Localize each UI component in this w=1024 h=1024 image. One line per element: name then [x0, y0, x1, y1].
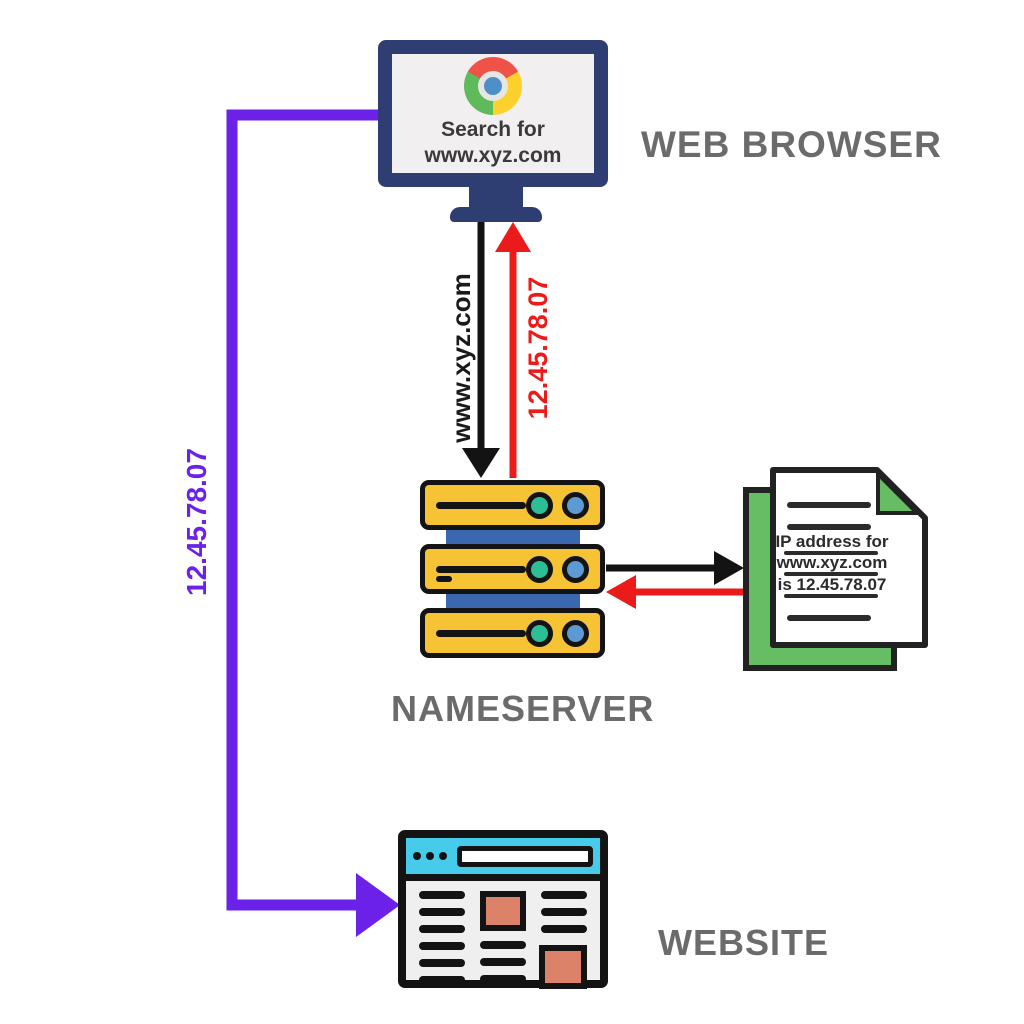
record-line-1: IP address for: [775, 532, 888, 551]
response-arrow-label: 12.45.78.07: [523, 276, 553, 420]
text-line-bar: [480, 941, 526, 949]
led-teal-icon: [526, 491, 553, 519]
led-teal-icon: [526, 555, 553, 583]
server-dash: [436, 576, 452, 582]
monitor-stand-base: [450, 207, 542, 222]
lookup-arrowhead-icon: [714, 551, 744, 585]
search-text-line2: www.xyz.com: [424, 144, 562, 167]
content-column-left: [419, 891, 465, 989]
text-line-bar: [419, 908, 465, 916]
visit-arrow-label: 12.45.78.07: [181, 448, 212, 596]
record-line-3: is 12.45.78.07: [778, 575, 887, 594]
text-line-bar: [480, 958, 526, 966]
text-line-bar: [541, 925, 587, 933]
website-icon: [398, 830, 608, 989]
text-line-bar: [541, 908, 587, 916]
address-bar: [457, 845, 593, 867]
record-return-arrowhead-icon: [606, 575, 636, 609]
text-line-bar: [541, 891, 587, 899]
server-leds: [526, 555, 589, 583]
server-slot: [436, 629, 526, 637]
text-line-bar: [419, 976, 465, 984]
nameserver-icon: [420, 480, 605, 658]
server-slot: [436, 565, 526, 573]
text-line-bar: [419, 942, 465, 950]
window-dot-icon: [413, 852, 421, 860]
chrome-icon: [464, 57, 522, 115]
dns-record-document-icon: IP address for www.xyz.com is 12.45.78.0…: [743, 467, 928, 671]
text-line-bar: [480, 975, 526, 983]
record-line-2: www.xyz.com: [776, 553, 888, 572]
window-dot-icon: [426, 852, 434, 860]
web-browser-caption: WEB BROWSER: [641, 124, 942, 165]
text-line-bar: [419, 891, 465, 899]
content-column-middle: [480, 891, 526, 989]
server-leds: [526, 491, 589, 519]
led-blue-icon: [562, 555, 589, 583]
search-text-line1: Search for: [441, 118, 545, 141]
purple-route-line: [226, 109, 378, 911]
web-browser-icon: Search for www.xyz.com: [378, 40, 608, 187]
server-unit-middle: [420, 544, 605, 594]
led-blue-icon: [562, 619, 589, 647]
purple-arrowhead-icon: [356, 873, 400, 937]
image-placeholder: [539, 945, 587, 989]
query-arrowhead-icon: [462, 448, 500, 478]
nameserver-caption: NAMESERVER: [391, 688, 655, 729]
website-caption: WEBSITE: [658, 922, 830, 963]
browser-search-text: Search for www.xyz.com: [425, 117, 562, 169]
response-arrowhead-icon: [495, 222, 531, 252]
led-teal-icon: [526, 619, 553, 647]
content-column-right: [539, 891, 587, 989]
text-line-bar: [419, 925, 465, 933]
document-fold-icon: [876, 469, 922, 515]
image-placeholder: [480, 891, 526, 931]
window-dot-icon: [439, 852, 447, 860]
website-content: [406, 881, 600, 1000]
chrome-icon-center: [478, 71, 508, 101]
text-line-bar: [419, 959, 465, 967]
server-leds: [526, 619, 589, 647]
browser-screen: Search for www.xyz.com: [392, 54, 594, 173]
query-arrow-label: www.xyz.com: [446, 273, 476, 443]
server-unit-top: [420, 480, 605, 530]
server-slot: [436, 501, 526, 509]
led-blue-icon: [562, 491, 589, 519]
website-title-bar: [406, 838, 600, 881]
monitor-stand-neck: [469, 185, 523, 210]
server-unit-bottom: [420, 608, 605, 658]
